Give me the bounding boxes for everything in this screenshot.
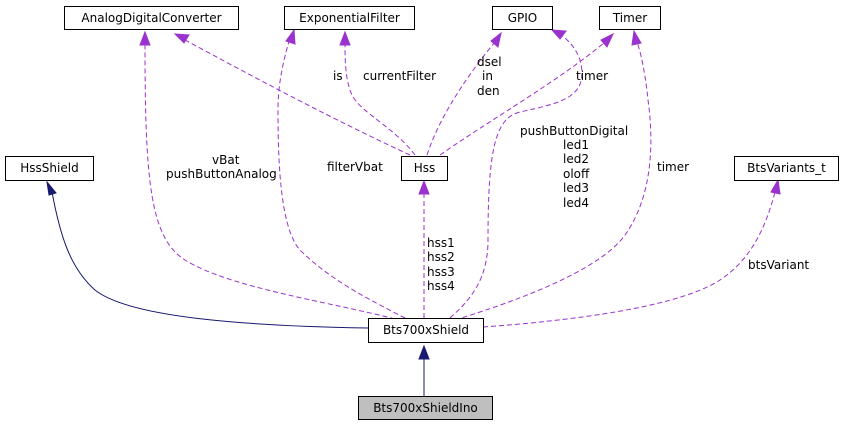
- arrow-use-expfilter-from-shield: [285, 28, 296, 45]
- node-label-hss: Hss: [414, 161, 436, 175]
- edge-label-timer-hss: timer: [576, 69, 608, 83]
- edge-inherit-bts700xshield-hssshield: [51, 191, 369, 329]
- node-label-hss-shield: HssShield: [20, 161, 78, 175]
- node-label-bts-variants-t: BtsVariants_t: [747, 161, 826, 175]
- node-label-bts700x-shield: Bts700xShield: [383, 323, 469, 337]
- node-label-bts700x-shield-ino: Bts700xShieldIno: [373, 401, 478, 415]
- node-label-timer: Timer: [612, 11, 647, 25]
- arrow-inherit-bts700xshield: [418, 344, 430, 360]
- node-exponential-filter[interactable]: ExponentialFilter: [284, 6, 415, 30]
- edge-label-push-button-digital: pushButtonDigital: [520, 124, 628, 138]
- arrow-use-adc-from-shield: [139, 30, 151, 46]
- arrow-use-adc-from-hss: [173, 33, 190, 44]
- edge-use-shield-expfilter: [277, 37, 406, 319]
- edge-label-dsel: dsel: [477, 55, 502, 69]
- edge-label-current-filter: currentFilter: [363, 69, 436, 83]
- node-timer[interactable]: Timer: [599, 6, 661, 30]
- edge-label-push-button-analog: pushButtonAnalog: [166, 167, 277, 181]
- edge-label-hss4: hss4: [427, 279, 455, 293]
- edge-label-bts-variant: btsVariant: [748, 258, 809, 272]
- node-bts-variants-t[interactable]: BtsVariants_t: [734, 156, 839, 181]
- edge-label-timer-shield: timer: [657, 160, 689, 174]
- edge-use-shield-btsvariants: [482, 191, 776, 328]
- arrow-inherit-hssshield: [46, 180, 57, 196]
- arrow-use-expfilter-from-hss: [339, 30, 351, 46]
- node-label-gpio: GPIO: [508, 11, 538, 25]
- node-label-exponential-filter: ExponentialFilter: [299, 11, 400, 25]
- edge-use-hss-expfilter: [344, 43, 416, 156]
- node-label-analog-digital-converter: AnalogDigitalConverter: [81, 11, 221, 25]
- edge-use-shield-adc: [144, 43, 396, 320]
- node-bts700x-shield-ino[interactable]: Bts700xShieldIno: [358, 396, 493, 420]
- edge-label-in: in: [482, 69, 493, 83]
- node-hss-shield[interactable]: HssShield: [5, 156, 94, 181]
- edge-label-led1: led1: [563, 138, 589, 152]
- edge-use-hss-adc: [184, 39, 411, 156]
- edge-label-is: is: [333, 69, 343, 83]
- arrow-use-hss-from-shield: [418, 179, 430, 195]
- node-hss[interactable]: Hss: [401, 156, 448, 181]
- node-analog-digital-converter[interactable]: AnalogDigitalConverter: [64, 6, 239, 30]
- edge-label-led2: led2: [563, 152, 589, 166]
- arrow-use-gpio-from-shield: [550, 29, 567, 40]
- arrow-use-timer-from-hss: [600, 32, 615, 48]
- edge-use-hss-timer: [439, 41, 606, 156]
- edge-label-vbat: vBat: [212, 153, 240, 167]
- arrow-use-gpio-from-hss: [490, 31, 502, 48]
- edge-label-den: den: [477, 84, 500, 98]
- node-gpio[interactable]: GPIO: [492, 6, 553, 30]
- edge-label-oloff: oloff: [563, 167, 590, 181]
- edge-label-hss2: hss2: [427, 250, 455, 264]
- node-bts700x-shield[interactable]: Bts700xShield: [368, 318, 484, 343]
- arrow-use-timer-from-shield: [631, 29, 642, 46]
- edge-label-hss3: hss3: [427, 265, 455, 279]
- edge-label-filter-vbat: filterVbat: [327, 160, 383, 174]
- arrow-use-btsvariants: [770, 178, 781, 195]
- edge-use-shield-timer: [454, 41, 652, 321]
- edge-use-hss-gpio: [426, 41, 496, 156]
- edge-label-led4: led4: [563, 196, 589, 210]
- edge-label-hss1: hss1: [427, 236, 455, 250]
- edge-label-led3: led3: [563, 181, 589, 195]
